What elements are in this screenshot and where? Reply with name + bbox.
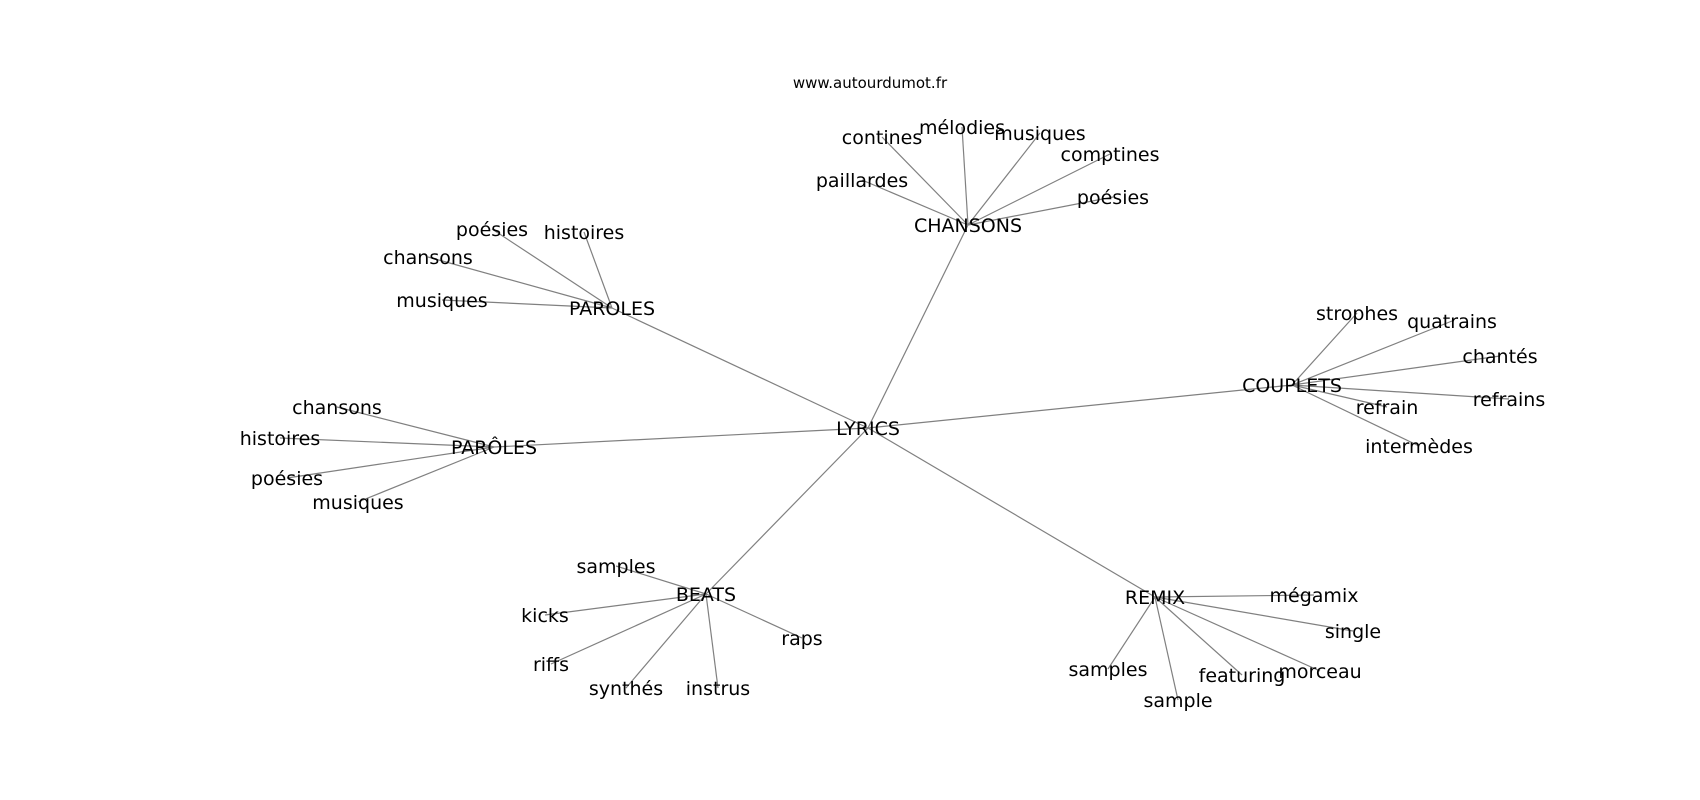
edge-center-to-chansons [867,224,969,429]
leaf-word[interactable]: poésies [251,468,323,490]
edge-center-to-couplets [867,384,1293,429]
edge-branch-to-leaf [1154,596,1354,632]
edge-branch-to-leaf [705,593,719,689]
leaf-word[interactable]: refrain [1356,397,1419,419]
edge-branch-to-leaf [286,446,495,479]
edge-branch-to-leaf [1154,596,1243,676]
edge-branch-to-leaf [861,179,969,226]
leaf-word[interactable]: mégamix [1270,585,1359,607]
edge-branch-to-leaf [961,126,969,226]
branch-word[interactable]: PARÔLES [451,435,537,459]
edge-branch-to-leaf [967,153,1111,226]
edge-branch-to-leaf [881,136,969,226]
nodes-layer: CHANSONScontinesmélodiesmusiquescomptine… [240,117,1546,712]
leaf-word[interactable]: histoires [240,428,321,450]
edge-center-to-paroles [611,307,869,429]
leaf-word[interactable]: morceau [1278,661,1361,683]
leaf-word[interactable]: synthés [589,678,663,700]
leaf-word[interactable]: featuring [1199,665,1286,687]
center-word[interactable]: LYRICS [836,418,900,440]
leaf-word[interactable]: chansons [383,247,473,269]
leaf-word[interactable]: instrus [686,678,750,700]
branch-word[interactable]: PAROLES [569,298,655,320]
leaf-word[interactable]: samples [1069,659,1148,681]
edge-branch-to-leaf [550,593,707,665]
leaf-word[interactable]: refrains [1473,389,1545,411]
edge-center-to-remix [867,427,1156,598]
edge-branch-to-leaf [357,446,495,503]
edge-branch-to-leaf [1291,355,1501,386]
leaf-word[interactable]: musiques [994,123,1085,145]
branch-word[interactable]: COUPLETS [1242,375,1342,397]
edge-branch-to-leaf [625,593,707,689]
edge-center-to-beats [705,427,869,595]
edge-branch-to-leaf [583,231,613,309]
leaf-word[interactable]: strophes [1316,303,1398,325]
edge-branch-to-leaf [336,406,495,448]
branch-word[interactable]: REMIX [1125,587,1185,609]
source-text[interactable]: www.autourdumot.fr [793,74,948,92]
leaf-word[interactable]: contines [842,127,922,149]
edge-branch-to-leaf [615,565,707,595]
edge-branch-to-leaf [427,256,613,309]
edge-branch-to-leaf [491,228,613,309]
leaf-word[interactable]: histoires [544,222,625,244]
leaf-word[interactable]: intermèdes [1365,436,1473,458]
edge-branch-to-leaf [1107,596,1156,670]
edge-branch-to-leaf [1291,384,1388,408]
leaf-word[interactable]: paillardes [816,170,908,192]
leaf-word[interactable]: samples [577,556,656,578]
edge-branch-to-leaf [544,593,707,616]
edge-branch-to-leaf [1291,320,1453,386]
leaf-word[interactable]: poésies [456,219,528,241]
leaf-word[interactable]: kicks [521,605,569,627]
leaf-word[interactable]: chansons [292,397,382,419]
branch-word[interactable]: CHANSONS [914,215,1022,237]
edge-branch-to-leaf [1154,594,1315,598]
leaf-word[interactable]: chantés [1462,346,1537,368]
leaf-word[interactable]: comptines [1061,144,1160,166]
leaf-word[interactable]: musiques [396,290,487,312]
edge-branch-to-leaf [1291,384,1510,400]
leaf-word[interactable]: musiques [312,492,403,514]
edge-branch-to-leaf [967,196,1114,226]
edge-branch-to-leaf [1154,596,1179,701]
leaf-word[interactable]: sample [1143,690,1212,712]
leaf-word[interactable]: raps [781,628,822,650]
edge-branch-to-leaf [1291,312,1358,386]
edge-branch-to-leaf [1291,384,1420,447]
edge-branch-to-leaf [441,299,613,309]
leaf-word[interactable]: single [1325,621,1381,643]
leaf-word[interactable]: poésies [1077,187,1149,209]
edge-branch-to-leaf [279,437,495,448]
leaf-word[interactable]: riffs [533,654,569,676]
leaf-word[interactable]: mélodies [919,117,1005,139]
leaf-word[interactable]: quatrains [1407,311,1497,333]
edge-center-to-parôles [493,427,869,448]
branch-word[interactable]: BEATS [676,584,736,606]
edge-branch-to-leaf [967,132,1041,226]
edges-layer [279,126,1510,701]
edge-branch-to-leaf [1154,596,1321,672]
edge-branch-to-leaf [705,593,803,639]
